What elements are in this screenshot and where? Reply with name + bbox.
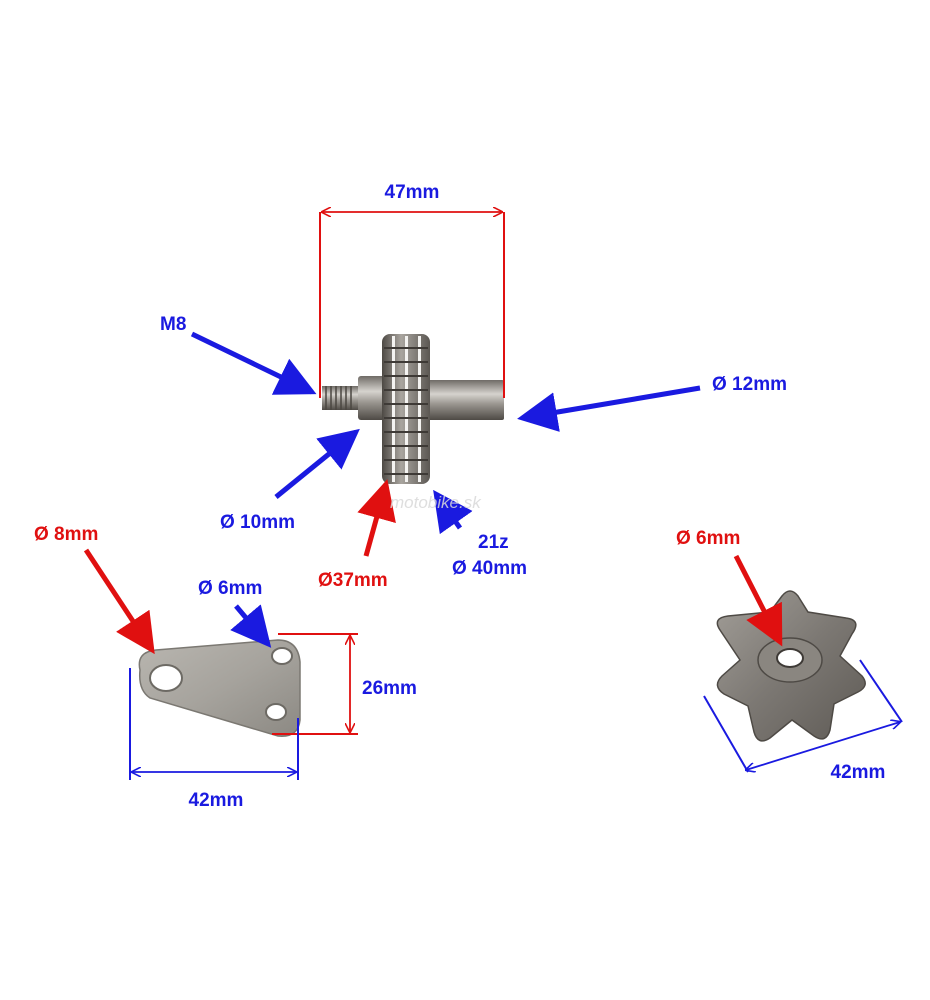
label-dia-12mm: Ø 12mm [712, 374, 787, 395]
dimension-plate-42mm: 42mm [129, 668, 299, 811]
plate-hole-large [149, 664, 183, 692]
plate-part [138, 639, 301, 737]
threaded-end [322, 386, 360, 410]
dimension-star-42mm: 42mm [703, 659, 903, 783]
star-part [716, 590, 866, 742]
label-dia-40mm: Ø 40mm [452, 558, 527, 579]
label-26mm: 26mm [362, 678, 417, 699]
shaft-collar [358, 376, 386, 420]
dimension-26mm: 26mm [272, 633, 417, 735]
label-teeth: 21z [478, 532, 509, 553]
label-47mm: 47mm [385, 182, 440, 203]
label-dia-10mm: Ø 10mm [220, 512, 295, 533]
label-dia-37mm: Ø37mm [318, 570, 388, 591]
plate-hole-bottom [265, 703, 287, 721]
plate-hole-top [271, 647, 293, 665]
label-star-dia-6mm: Ø 6mm [676, 528, 740, 549]
callout-plate-dia-6mm: Ø 6mm [198, 578, 272, 648]
shaft-body [420, 380, 504, 420]
callout-dia-10mm: Ø 10mm [220, 428, 360, 533]
label-m8: M8 [160, 314, 186, 335]
callout-plate-dia-8mm: Ø 8mm [34, 524, 155, 655]
star-center-hole [776, 648, 804, 668]
label-plate-dia-6mm: Ø 6mm [198, 578, 262, 599]
watermark: motobike.sk [390, 493, 482, 512]
dimension-47mm: 47mm [319, 182, 505, 398]
callout-m8: M8 [160, 314, 317, 395]
callout-teeth-40mm: 21z Ø 40mm [433, 489, 527, 579]
callout-star-dia-6mm: Ø 6mm [676, 528, 783, 647]
gear-shaft-part [322, 334, 504, 484]
label-plate-dia-8mm: Ø 8mm [34, 524, 98, 545]
gear-wheel [382, 334, 430, 484]
label-star-42mm: 42mm [831, 762, 886, 783]
callout-dia-37mm: Ø37mm [318, 479, 396, 591]
callout-dia-12mm: Ø 12mm [517, 374, 787, 432]
label-plate-42mm: 42mm [189, 790, 244, 811]
